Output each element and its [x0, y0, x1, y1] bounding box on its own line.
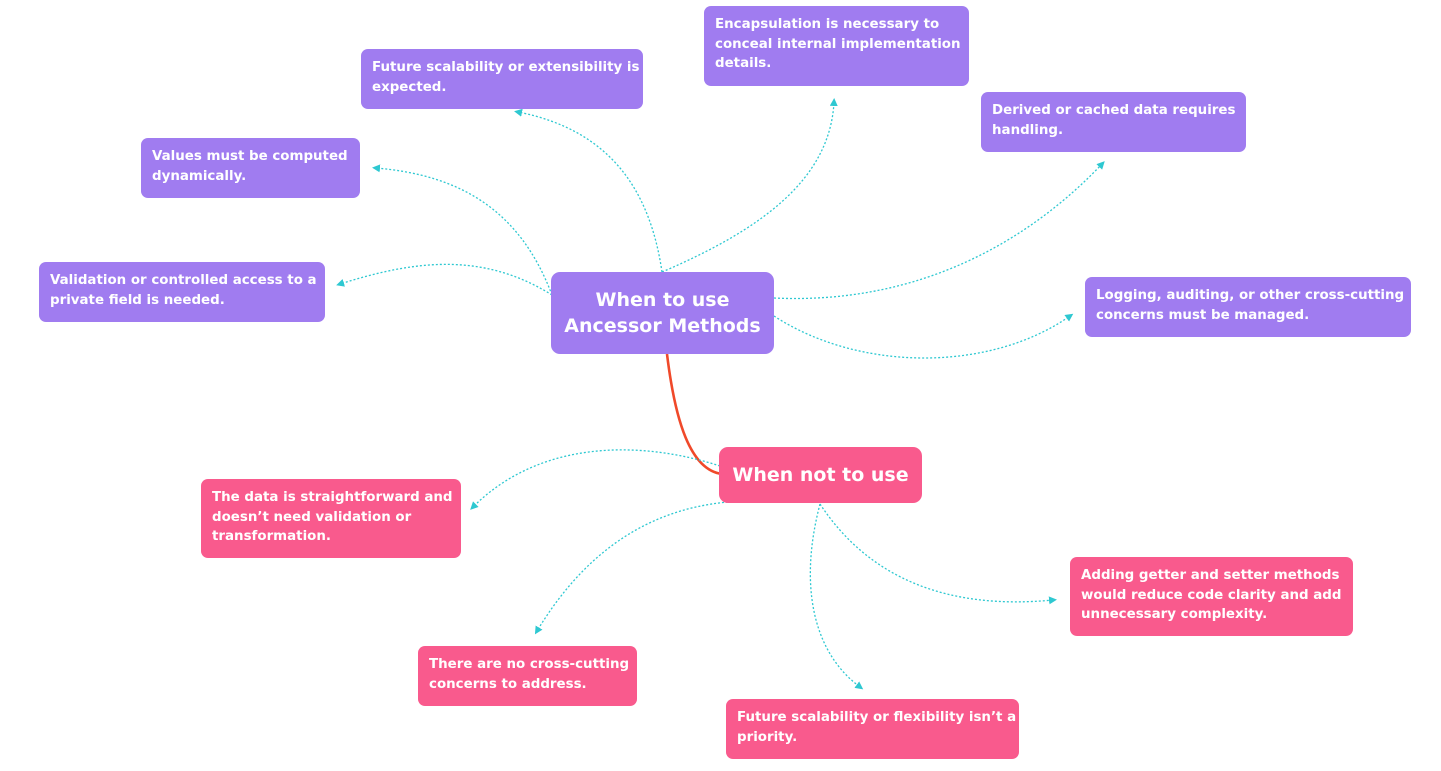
- topic-line: Adding getter and setter methods: [1081, 568, 1340, 583]
- connector-flexibility: [809, 503, 864, 690]
- central-link-line: [665, 353, 723, 476]
- topic-line: would reduce code clarity and add: [1081, 587, 1342, 603]
- topic-line: doesn’t need validation or: [212, 509, 412, 525]
- topic-line: transformation.: [212, 529, 331, 544]
- topic-line: private field is needed.: [50, 292, 225, 308]
- topic-line: Encapsulation is necessary to: [715, 17, 940, 32]
- topic-line: The data is straightforward and: [212, 490, 453, 505]
- connector-validation: [336, 263, 553, 296]
- topic-straightforward-data[interactable]: The data is straightforward and doesn’t …: [201, 479, 461, 558]
- topic-line: Derived or cached data requires: [992, 103, 1236, 118]
- topic-future-extensibility[interactable]: Future scalability or extensibility is e…: [361, 49, 643, 109]
- connector-future-extensibility: [514, 108, 663, 273]
- topic-no-cross-cutting[interactable]: There are no cross-cutting concerns to a…: [418, 646, 637, 706]
- central-topic-line: Ancessor Methods: [564, 315, 761, 337]
- connector-logging: [773, 313, 1074, 359]
- topic-line: Future scalability or extensibility is: [372, 60, 640, 75]
- topic-encapsulation[interactable]: Encapsulation is necessary to conceal in…: [704, 6, 969, 86]
- topic-computed-values[interactable]: Values must be computed dynamically.: [141, 138, 360, 198]
- topic-validation[interactable]: Validation or controlled access to a pri…: [39, 262, 325, 322]
- central-topic-when-not-to-use[interactable]: When not to use: [719, 447, 922, 503]
- topic-line: handling.: [992, 122, 1064, 138]
- topic-line: concerns to address.: [429, 676, 587, 692]
- topic-derived-data[interactable]: Derived or cached data requires handling…: [981, 92, 1246, 152]
- topic-line: Validation or controlled access to a: [50, 273, 317, 288]
- central-topic-line: When not to use: [732, 464, 909, 486]
- topic-code-clarity[interactable]: Adding getter and setter methods would r…: [1070, 557, 1353, 636]
- topic-line: unnecessary complexity.: [1081, 607, 1268, 622]
- topic-line: Future scalability or flexibility isn’t …: [737, 710, 1017, 725]
- central-topic-when-to-use[interactable]: When to use Ancessor Methods: [551, 272, 774, 354]
- connector-encapsulation: [661, 98, 838, 273]
- connector-straightforward-data: [470, 449, 721, 510]
- topic-line: priority.: [737, 729, 798, 745]
- central-topic-line: When to use: [595, 289, 730, 311]
- topic-line: expected.: [372, 79, 447, 95]
- connector-no-cross-cutting: [534, 501, 729, 635]
- topic-flexibility[interactable]: Future scalability or flexibility isn’t …: [726, 699, 1019, 759]
- topic-logging[interactable]: Logging, auditing, or other cross-cuttin…: [1085, 277, 1411, 337]
- connector-derived-data: [773, 161, 1105, 300]
- topic-line: concerns must be managed.: [1096, 307, 1310, 323]
- topic-line: dynamically.: [152, 168, 247, 184]
- connector-code-clarity: [819, 503, 1057, 605]
- topic-line: Logging, auditing, or other cross-cuttin…: [1096, 288, 1405, 303]
- connector-computed-values: [372, 164, 553, 296]
- topic-line: Values must be computed: [152, 149, 348, 164]
- topic-line: There are no cross-cutting: [429, 657, 630, 672]
- topic-line: conceal internal implementation: [715, 36, 961, 52]
- topic-line: details.: [715, 56, 772, 71]
